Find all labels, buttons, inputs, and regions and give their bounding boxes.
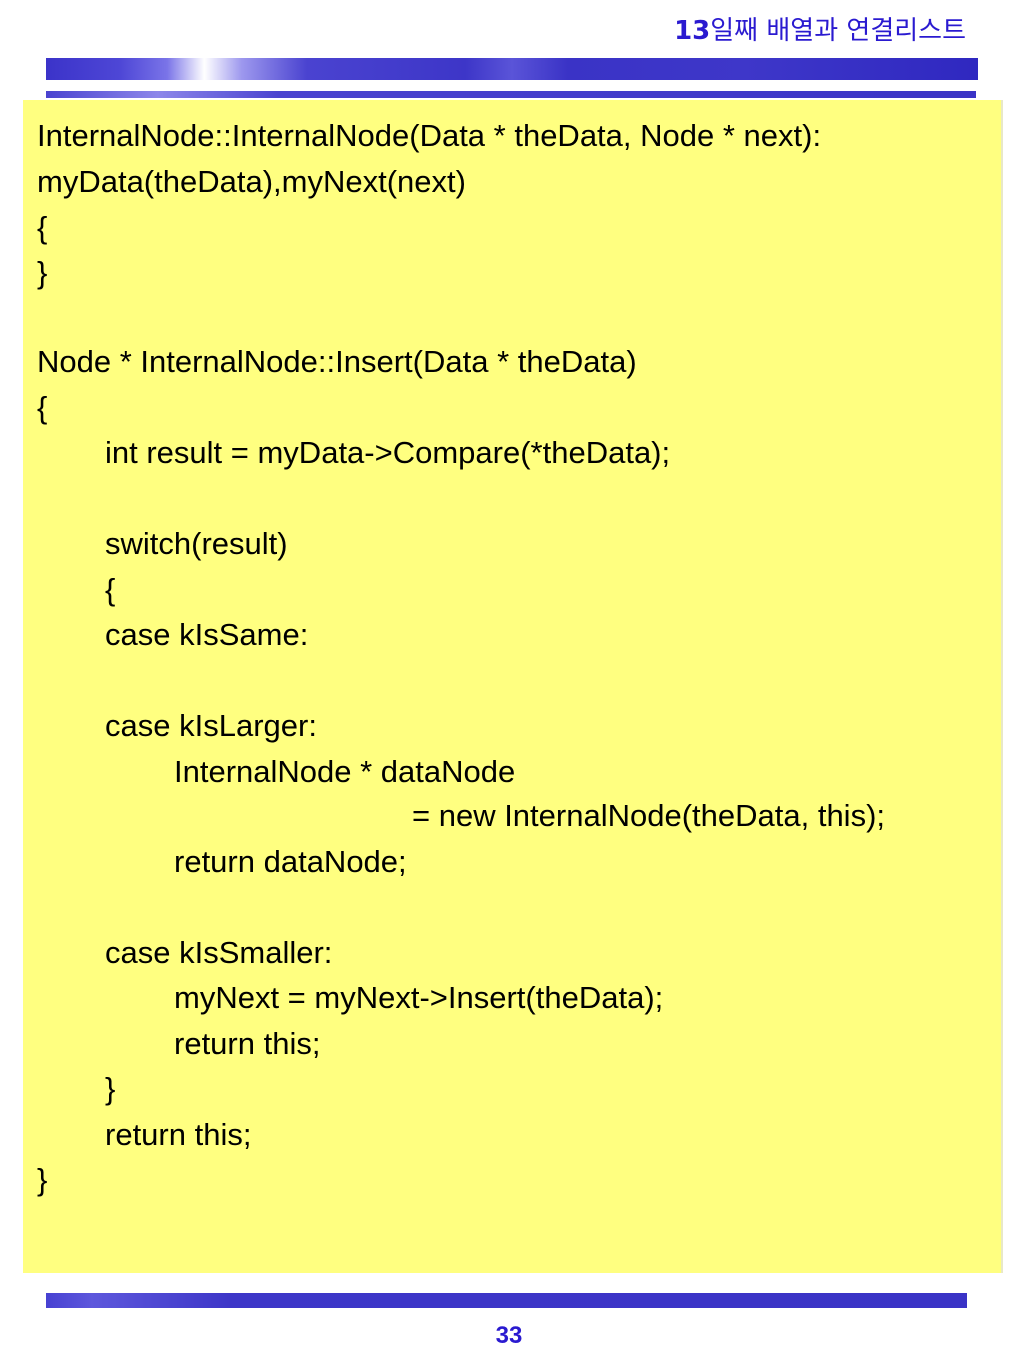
code-line: } xyxy=(37,1162,48,1197)
code-line: InternalNode * dataNode xyxy=(174,754,516,789)
code-line: { xyxy=(37,210,48,245)
page-number: 33 xyxy=(495,1322,523,1349)
code-panel: InternalNode::InternalNode(Data * theDat… xyxy=(23,100,1003,1273)
code-line: Node * InternalNode::Insert(Data * theDa… xyxy=(37,344,637,379)
slide-title-number: 13 xyxy=(674,16,711,46)
slide-title: 13일째 배열과 연결리스트 xyxy=(674,10,966,47)
code-line: myNext = myNext->Insert(theData); xyxy=(174,980,664,1015)
code-line: case kIsSame: xyxy=(105,617,309,652)
header-decorative-band xyxy=(46,58,978,80)
header-decorative-line xyxy=(46,91,976,98)
code-line: return this; xyxy=(105,1117,252,1152)
code-line: } xyxy=(105,1071,116,1106)
footer-decorative-band xyxy=(46,1293,967,1308)
code-line: = new InternalNode(theData, this); xyxy=(412,798,886,833)
code-line: { xyxy=(37,390,48,425)
code-line: return this; xyxy=(174,1026,321,1061)
code-line: switch(result) xyxy=(105,526,288,561)
code-line: int result = myData->Compare(*theData); xyxy=(105,435,671,470)
code-line: myData(theData),myNext(next) xyxy=(37,164,466,199)
code-line: case kIsSmaller: xyxy=(105,935,333,970)
code-line: { xyxy=(105,572,116,607)
code-line: InternalNode::InternalNode(Data * theDat… xyxy=(37,118,822,153)
slide-title-text: 일째 배열과 연결리스트 xyxy=(710,16,966,46)
code-line: return dataNode; xyxy=(174,844,407,879)
code-line: case kIsLarger: xyxy=(105,708,317,743)
code-line: } xyxy=(37,255,48,290)
